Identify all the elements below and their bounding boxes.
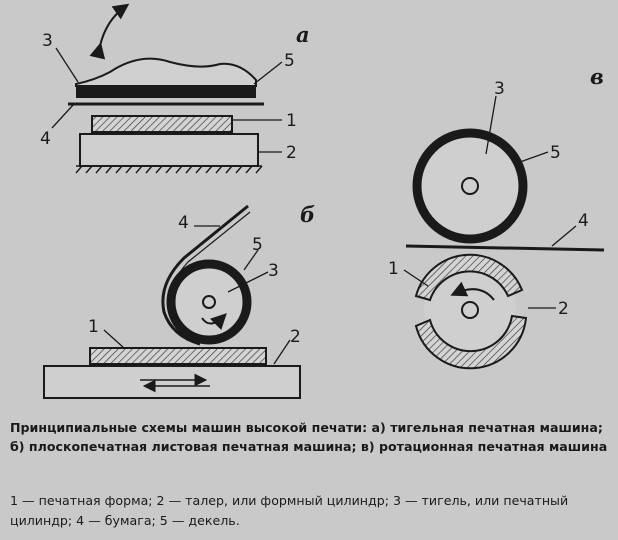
label-3: 3 xyxy=(268,261,279,281)
platen-body xyxy=(75,57,257,87)
panel-a: 3 5 4 1 2 а xyxy=(40,3,310,174)
label-3: 3 xyxy=(42,31,53,51)
label-1: 1 xyxy=(88,317,99,337)
cylinder-axis xyxy=(461,177,479,195)
leader-lines-c xyxy=(403,95,577,309)
ground-hatching xyxy=(75,165,263,174)
label-2: 2 xyxy=(290,327,301,347)
label-5: 5 xyxy=(284,51,295,71)
panel-b: 4 5 3 1 2 б xyxy=(43,202,315,399)
leader-lines-b xyxy=(103,225,291,365)
label-2: 2 xyxy=(286,143,297,163)
bed xyxy=(79,133,259,167)
label-5: 5 xyxy=(550,143,561,163)
label-4: 4 xyxy=(578,211,589,231)
figure-legend: 1 — печатная форма; 2 — талер, или формн… xyxy=(10,493,569,528)
rotation-arrow xyxy=(450,281,495,301)
panel-c: 3 5 4 1 2 в xyxy=(388,64,605,370)
printing-form xyxy=(414,314,528,370)
panel-label-c: в xyxy=(590,64,604,89)
label-2: 2 xyxy=(558,299,569,319)
label-4: 4 xyxy=(178,213,189,233)
paper-sheet xyxy=(405,244,605,252)
panel-label-b: б xyxy=(300,202,315,227)
paper-sheet xyxy=(161,204,249,346)
bed xyxy=(43,365,301,399)
printing-form xyxy=(414,253,524,302)
label-1: 1 xyxy=(388,259,399,279)
label-1: 1 xyxy=(286,111,297,131)
panel-label-a: а xyxy=(296,22,310,47)
cylinder-axis xyxy=(461,301,479,319)
printing-form xyxy=(91,115,233,133)
figure-caption: Принципиальные схемы машин высокой печат… xyxy=(10,420,608,454)
printing-machine-diagrams: 3 5 4 1 2 а 4 5 3 xyxy=(40,3,605,399)
label-4: 4 xyxy=(40,129,51,149)
reciprocating-arrow xyxy=(140,373,210,393)
cylinder-axis xyxy=(202,295,216,309)
rotation-arrow xyxy=(201,313,227,331)
label-5: 5 xyxy=(252,235,263,255)
printing-form xyxy=(89,347,267,365)
label-3: 3 xyxy=(494,79,505,99)
tympan xyxy=(76,86,256,98)
leader-lines-a xyxy=(51,47,283,153)
platen-motion-arrow xyxy=(89,3,130,60)
